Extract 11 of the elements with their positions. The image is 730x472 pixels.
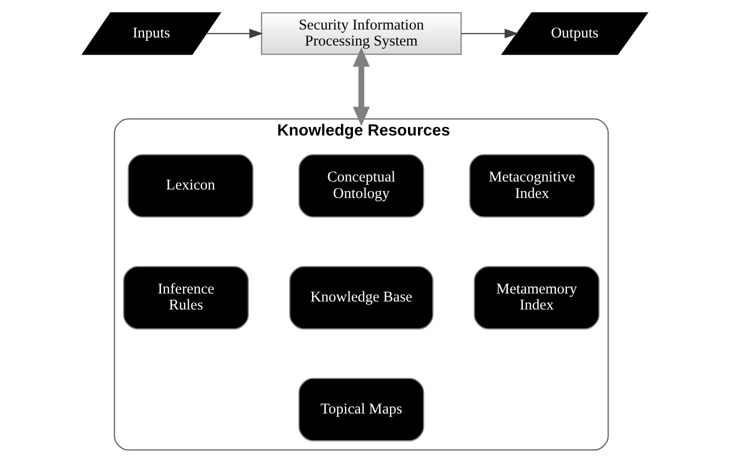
node-box: Security Information Processing System [260, 12, 462, 55]
arrow [352, 47, 370, 126]
node-box: Conceptual Ontology [298, 154, 424, 218]
node-box: Metamemory Index [474, 266, 600, 330]
node-box: Knowledge Base [289, 266, 434, 330]
node-box: Topical Maps [298, 378, 424, 442]
arrow [206, 28, 264, 38]
node-box: Lexicon [128, 154, 254, 218]
node-box: Metacognitive Index [469, 154, 595, 218]
arrow [461, 28, 518, 38]
node-box: Inference Rules [123, 266, 249, 330]
